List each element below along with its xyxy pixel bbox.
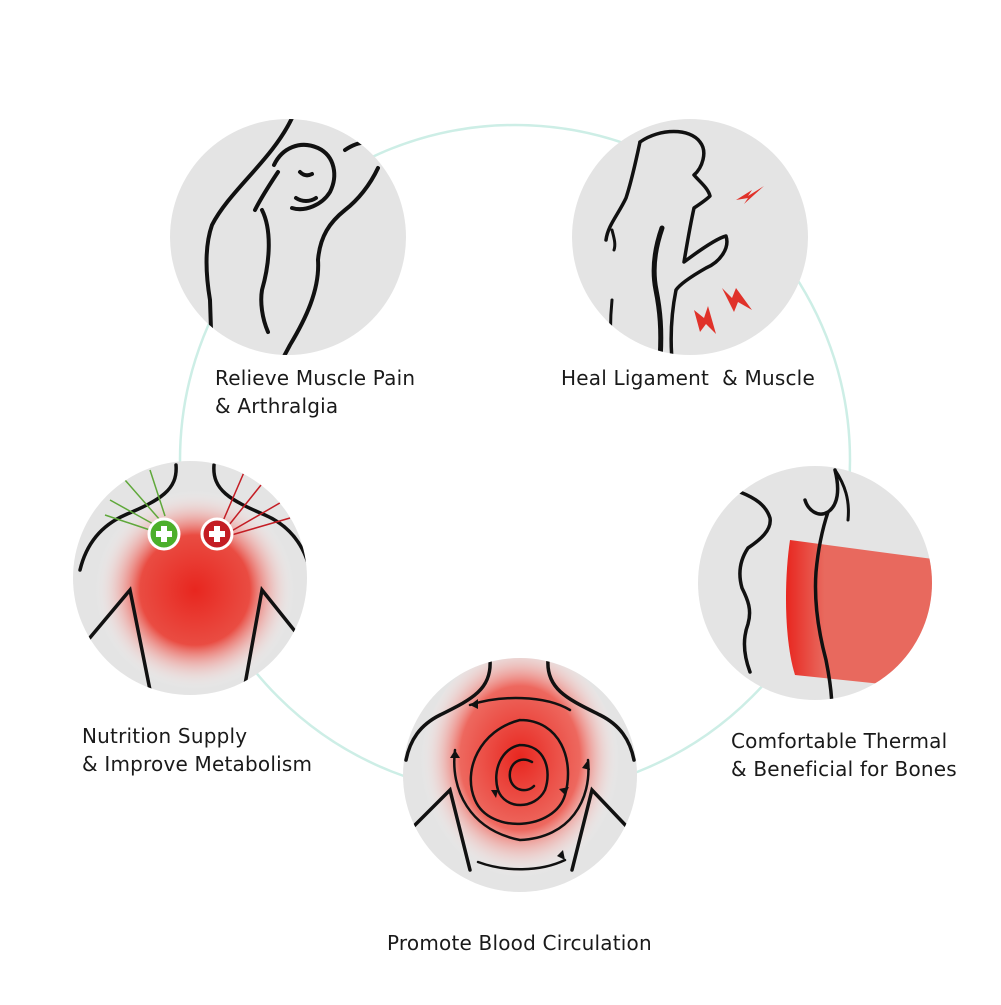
shoulder-nutrition-icon — [73, 461, 307, 695]
green-plus-icon — [147, 517, 181, 551]
back-circulation-arrows-icon — [403, 658, 637, 892]
label-ligament: Heal Ligament & Muscle — [561, 366, 815, 390]
woman-stretching-icon — [170, 119, 406, 355]
lower-back-heat-band-icon — [698, 466, 932, 700]
label-thermal: Comfortable Thermal & Beneficial for Bon… — [731, 729, 957, 781]
label-nutrition: Nutrition Supply & Improve Metabolism — [82, 724, 313, 776]
red-plus-icon — [200, 517, 234, 551]
label-circulation: Promote Blood Circulation — [387, 931, 652, 955]
woman-back-pain-icon — [572, 119, 808, 355]
label-muscle-pain: Relieve Muscle Pain & Arthralgia — [215, 366, 416, 418]
